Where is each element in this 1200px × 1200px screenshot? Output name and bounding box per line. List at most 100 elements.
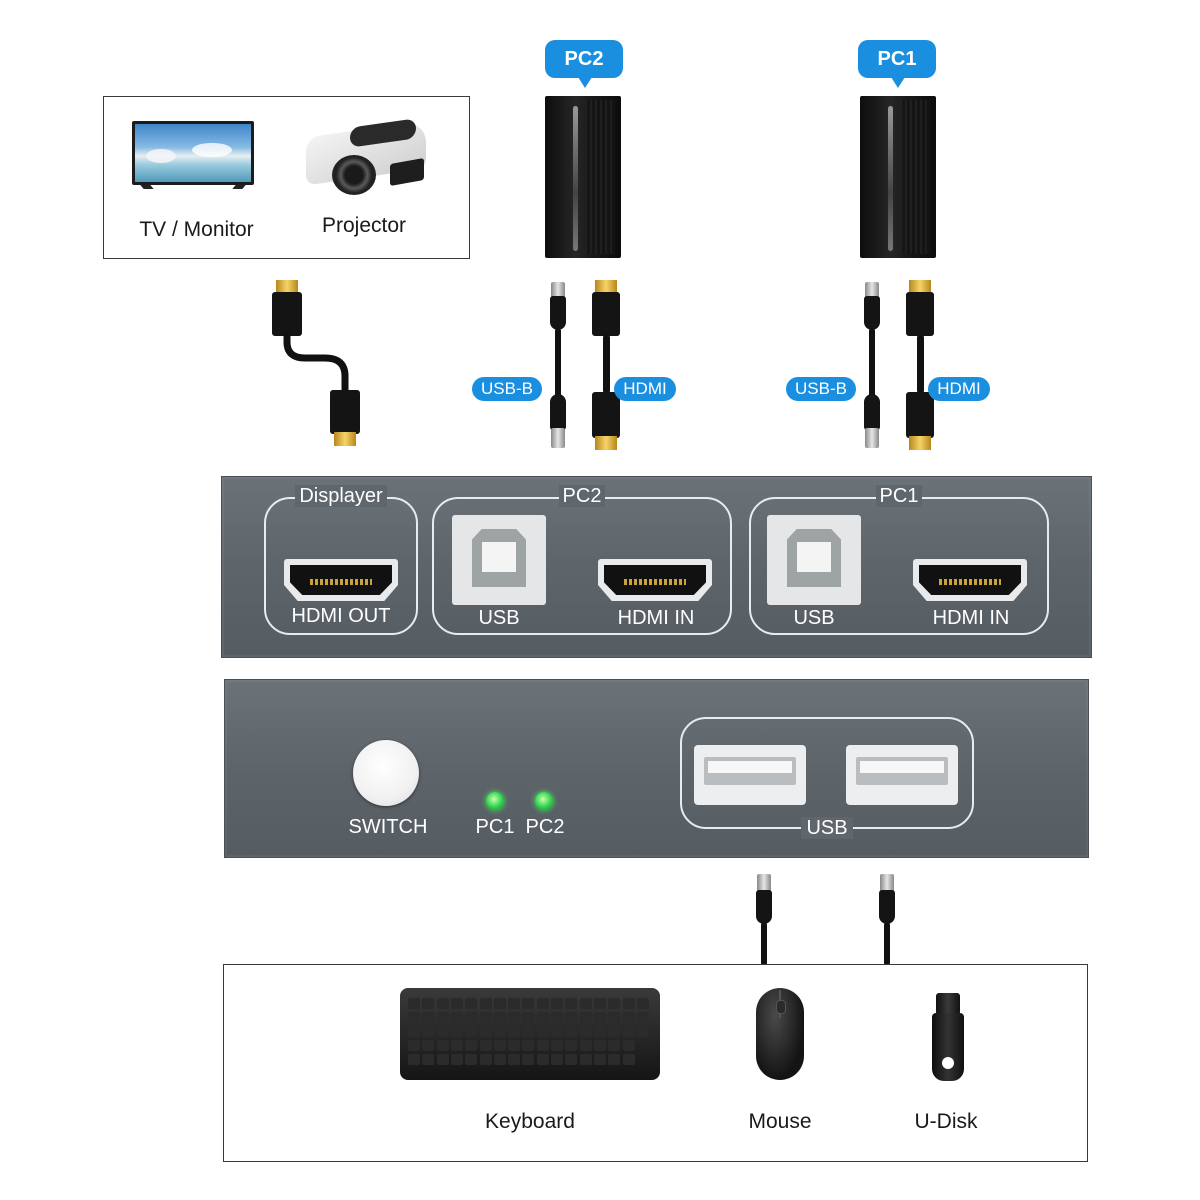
keyboard-key: [608, 998, 621, 1009]
keyboard-key: [622, 998, 635, 1009]
keyboard-key: [422, 1012, 435, 1023]
keyboard-key: [593, 998, 606, 1009]
pc2-bubble: PC2: [545, 40, 623, 88]
keyboard-key: [593, 1054, 606, 1065]
keyboard-key: [536, 1054, 549, 1065]
keyboard-key: [479, 1054, 492, 1065]
keyboard-key: [593, 1040, 606, 1051]
keyboard-key: [622, 1026, 635, 1037]
usb-drive-icon: [932, 993, 968, 1081]
keyboard-key: [579, 1012, 592, 1023]
pc2-hdmi-in-port-icon: [598, 559, 712, 601]
keyboard-key: [636, 1012, 649, 1023]
pc2-tower-icon: [545, 96, 621, 258]
pc1-group-title: PC1: [875, 485, 923, 507]
keyboard-key: [493, 998, 506, 1009]
keyboard-key: [479, 1040, 492, 1051]
keyboard-icon: [400, 988, 660, 1080]
keyboard-key: [508, 1026, 521, 1037]
keyboard-key: [536, 1012, 549, 1023]
pc2-usb-b-cable-icon: [545, 282, 571, 454]
pc2-group-title: PC2: [558, 485, 606, 507]
keyboard-key: [450, 1040, 463, 1051]
keyboard-key: [493, 1012, 506, 1023]
keyboard-key: [450, 1054, 463, 1065]
pc1-hdmi-in-label: HDMI IN: [932, 607, 1010, 629]
keyboard-key: [636, 1026, 649, 1037]
pc2-usb-label: USB: [478, 607, 520, 629]
switch-button[interactable]: [353, 740, 419, 806]
keyboard-key: [422, 1040, 435, 1051]
keyboard-key: [522, 1040, 535, 1051]
pc2-usb-b-port-icon: [452, 515, 546, 605]
keyboard-key: [450, 998, 463, 1009]
keyboard-key: [465, 1012, 478, 1023]
keyboard-key: [551, 1054, 563, 1065]
keyboard-key: [450, 1012, 463, 1023]
keyboard-key: [408, 998, 420, 1009]
pc1-hdmi-cable-icon: [905, 280, 935, 456]
keyboard-key: [636, 998, 649, 1009]
keyboard-key: [622, 1054, 635, 1065]
pc2-hdmi-tag: HDMI: [614, 377, 676, 401]
keyboard-key: [579, 1040, 592, 1051]
keyboard-key: [551, 998, 563, 1009]
usb-group-label: USB: [801, 817, 853, 839]
keyboard-key: [508, 998, 521, 1009]
keyboard-key: [579, 1054, 592, 1065]
keyboard-key: [465, 1054, 478, 1065]
keyboard-key: [608, 1040, 621, 1051]
usb-a-cable-2-icon: [875, 874, 899, 966]
keyboard-key: [608, 1026, 621, 1037]
pc2-port-group: PC2 USB HDMI IN: [432, 485, 732, 635]
keyboard-key: [536, 998, 549, 1009]
switch-label: SWITCH: [348, 816, 428, 838]
keyboard-key: [565, 998, 578, 1009]
usb-a-cable-1-icon: [752, 874, 776, 966]
keyboard-key: [436, 998, 449, 1009]
keyboard-key: [536, 1040, 549, 1051]
keyboard-key: [593, 1026, 606, 1037]
projector-label: Projector: [321, 214, 407, 237]
keyboard-key: [493, 1040, 506, 1051]
keyboard-key: [408, 1040, 420, 1051]
pc1-usb-b-tag: USB-B: [786, 377, 856, 401]
usb-a-port-1-icon: [694, 745, 806, 805]
keyboard-key: [422, 1026, 435, 1037]
kvm-back-panel: Displayer HDMI OUT PC2 USB HDMI IN PC1 U…: [221, 476, 1092, 658]
pc1-bubble: PC1: [858, 40, 936, 88]
keyboard-key: [493, 1054, 506, 1065]
keyboard-key: [479, 1012, 492, 1023]
keyboard-key: [408, 1012, 420, 1023]
display-hdmi-cable-icon: [260, 280, 370, 460]
keyboard-key: [508, 1012, 521, 1023]
keyboard-key: [465, 1026, 478, 1037]
keyboard-key: [551, 1040, 563, 1051]
pc1-usb-label: USB: [793, 607, 835, 629]
keyboard-key: [465, 998, 478, 1009]
keyboard-key: [522, 998, 535, 1009]
pc1-usb-b-port-icon: [767, 515, 861, 605]
pc2-led-indicator: [535, 792, 553, 810]
kvm-front-panel: SWITCH PC1 PC2 USB: [224, 679, 1089, 858]
keyboard-key: [408, 1026, 420, 1037]
keyboard-key: [479, 998, 492, 1009]
pc2-usb-b-tag: USB-B: [472, 377, 542, 401]
keyboard-key: [522, 1054, 535, 1065]
pc1-hdmi-in-port-icon: [913, 559, 1027, 601]
keyboard-label: Keyboard: [485, 1110, 575, 1133]
tv-monitor-label: TV / Monitor: [139, 218, 254, 241]
keyboard-key: [508, 1040, 521, 1051]
keyboard-key: [551, 1026, 563, 1037]
displayer-group-title: Displayer: [295, 485, 387, 507]
keyboard-key: [408, 1054, 420, 1065]
keyboard-key: [608, 1012, 621, 1023]
keyboard-key: [436, 1054, 449, 1065]
keyboard-key: [422, 998, 435, 1009]
keyboard-key: [565, 1012, 578, 1023]
peripherals-box: Keyboard Mouse U-Disk: [223, 964, 1088, 1162]
keyboard-key: [522, 1012, 535, 1023]
projector-icon: [300, 117, 432, 195]
keyboard-key: [465, 1040, 478, 1051]
keyboard-key: [436, 1040, 449, 1051]
